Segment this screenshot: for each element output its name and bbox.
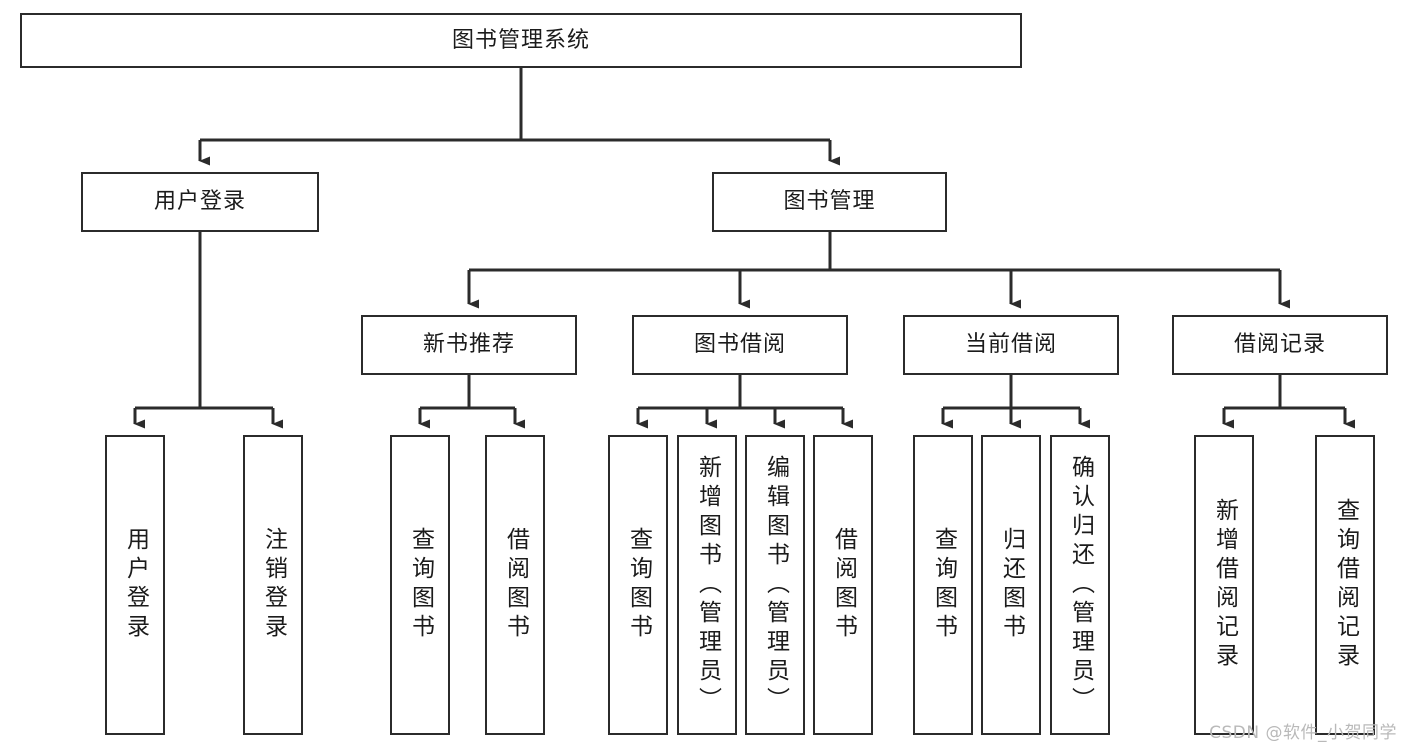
node-leaf-query-book-3-label: 查询图书 bbox=[930, 527, 957, 643]
node-leaf-edit-book[interactable]: 编辑图书（管理员） bbox=[745, 435, 805, 735]
node-leaf-confirm-return-label: 确认归还（管理员） bbox=[1067, 454, 1094, 716]
node-leaf-add-borrow-record[interactable]: 新增借阅记录 bbox=[1194, 435, 1254, 735]
node-current-borrow-label: 当前借阅 bbox=[964, 332, 1057, 358]
node-leaf-query-book-2-label: 查询图书 bbox=[625, 527, 652, 643]
node-leaf-query-book-1-label: 查询图书 bbox=[407, 527, 434, 643]
node-root-label: 图书管理系统 bbox=[451, 27, 590, 53]
node-leaf-logout-login-label: 注销登录 bbox=[260, 527, 287, 643]
node-leaf-confirm-return[interactable]: 确认归还（管理员） bbox=[1050, 435, 1110, 735]
node-leaf-user-login-label: 用户登录 bbox=[122, 527, 149, 643]
node-book-management-label: 图书管理 bbox=[783, 189, 876, 215]
node-leaf-query-borrow-record-label: 查询借阅记录 bbox=[1332, 498, 1359, 672]
node-borrow-record[interactable]: 借阅记录 bbox=[1172, 315, 1388, 375]
node-new-book-recommend[interactable]: 新书推荐 bbox=[361, 315, 577, 375]
node-book-borrow[interactable]: 图书借阅 bbox=[632, 315, 848, 375]
node-leaf-borrow-book-2-label: 借阅图书 bbox=[830, 527, 857, 643]
node-leaf-add-book-label: 新增图书（管理员） bbox=[694, 454, 721, 716]
node-leaf-borrow-book-1[interactable]: 借阅图书 bbox=[485, 435, 545, 735]
csdn-watermark: CSDN @软件_小贺同学 bbox=[1209, 723, 1397, 743]
node-leaf-return-book-label: 归还图书 bbox=[998, 527, 1025, 643]
node-borrow-record-label: 借阅记录 bbox=[1233, 332, 1326, 358]
node-leaf-borrow-book-1-label: 借阅图书 bbox=[502, 527, 529, 643]
node-leaf-query-book-3[interactable]: 查询图书 bbox=[913, 435, 973, 735]
node-leaf-query-borrow-record[interactable]: 查询借阅记录 bbox=[1315, 435, 1375, 735]
node-leaf-edit-book-label: 编辑图书（管理员） bbox=[762, 454, 789, 716]
node-leaf-query-book-1[interactable]: 查询图书 bbox=[390, 435, 450, 735]
node-user-login-label: 用户登录 bbox=[153, 189, 246, 215]
node-current-borrow[interactable]: 当前借阅 bbox=[903, 315, 1119, 375]
node-leaf-user-login[interactable]: 用户登录 bbox=[105, 435, 165, 735]
node-leaf-add-borrow-record-label: 新增借阅记录 bbox=[1211, 498, 1238, 672]
node-leaf-logout-login[interactable]: 注销登录 bbox=[243, 435, 303, 735]
node-user-login[interactable]: 用户登录 bbox=[81, 172, 319, 232]
node-new-book-recommend-label: 新书推荐 bbox=[422, 332, 515, 358]
node-leaf-query-book-2[interactable]: 查询图书 bbox=[608, 435, 668, 735]
node-leaf-borrow-book-2[interactable]: 借阅图书 bbox=[813, 435, 873, 735]
node-leaf-add-book[interactable]: 新增图书（管理员） bbox=[677, 435, 737, 735]
node-root[interactable]: 图书管理系统 bbox=[20, 13, 1022, 68]
node-book-borrow-label: 图书借阅 bbox=[693, 332, 786, 358]
node-leaf-return-book[interactable]: 归还图书 bbox=[981, 435, 1041, 735]
node-book-management[interactable]: 图书管理 bbox=[712, 172, 947, 232]
